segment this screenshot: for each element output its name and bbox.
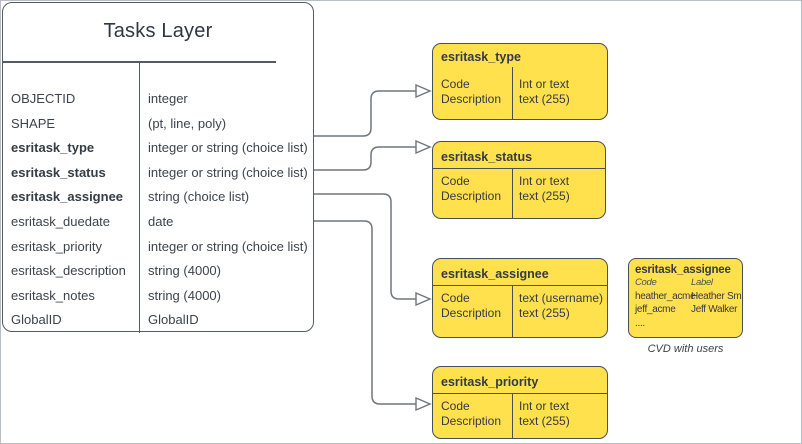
field-type: GlobalID bbox=[148, 312, 199, 328]
cvd-code-header: Code bbox=[635, 277, 657, 288]
field-type-column: integer (pt, line, poly) integer or stri… bbox=[139, 62, 313, 333]
field-name: SHAPE bbox=[11, 115, 56, 131]
description-type: text (255) bbox=[519, 91, 570, 106]
connector-esritask-priority bbox=[314, 220, 416, 405]
choice-table-body: Code Description Int or text text (255) bbox=[433, 67, 607, 119]
code-label: Code bbox=[441, 399, 470, 413]
cvd-table-title: esritask_assignee bbox=[635, 264, 731, 276]
description-label: Description bbox=[441, 188, 502, 203]
description-label: Description bbox=[441, 413, 502, 428]
cvd-label-value: Heather Smith bbox=[691, 290, 742, 302]
connector-esritask-type bbox=[314, 90, 416, 137]
field-type: date bbox=[148, 213, 174, 229]
field-name: esritask_type bbox=[11, 140, 95, 156]
field-type: string (choice list) bbox=[148, 189, 250, 205]
arrowhead-esritask-priority bbox=[415, 396, 432, 412]
cvd-code-value: heather_acme bbox=[635, 290, 696, 302]
code-type: text (username) bbox=[519, 291, 604, 305]
field-name: esritask_notes bbox=[11, 287, 95, 303]
description-label: Description bbox=[441, 91, 502, 106]
choice-table-esritask-priority: esritask_priority Code Description Int o… bbox=[432, 366, 608, 439]
code-type: Int or text bbox=[519, 399, 570, 413]
field-name: esritask_priority bbox=[11, 238, 103, 254]
cvd-caption: CVD with users bbox=[647, 343, 724, 355]
choice-table-esritask-status: esritask_status Code Description Int or … bbox=[432, 141, 606, 219]
code-type: Int or text bbox=[519, 77, 570, 91]
field-name-column: OBJECTID SHAPE esritask_type esritask_st… bbox=[3, 62, 139, 333]
code-label: Code bbox=[441, 174, 470, 188]
arrowhead-esritask-type bbox=[415, 83, 432, 99]
description-type: text (255) bbox=[519, 188, 570, 203]
description-type: text (255) bbox=[519, 413, 570, 428]
choice-table-left-cell: Code Description bbox=[433, 394, 512, 438]
field-name: OBJECTID bbox=[11, 91, 76, 106]
cvd-code-value: jeff_acme bbox=[635, 304, 676, 315]
cvd-table-grid: Code Label heather_acme Heather Smith je… bbox=[635, 276, 742, 330]
connector-esritask-status bbox=[314, 146, 416, 171]
field-type: string (4000) bbox=[148, 287, 221, 303]
cvd-users-table: esritask_assignee Code Label heather_acm… bbox=[628, 258, 743, 338]
cvd-label-value bbox=[691, 317, 742, 331]
choice-table-title: esritask_priority bbox=[433, 367, 607, 394]
choice-table-esritask-type: esritask_type Code Description Int or te… bbox=[432, 43, 608, 120]
choice-table-right-cell: Int or text text (255) bbox=[512, 67, 607, 119]
description-type: text (255) bbox=[519, 305, 570, 320]
field-name: esritask_description bbox=[11, 263, 126, 279]
choice-table-right-cell: Int or text text (255) bbox=[512, 394, 607, 438]
choice-table-body: Code Description Int or text text (255) bbox=[433, 394, 607, 438]
title-separator-line bbox=[3, 61, 276, 63]
field-name: esritask_assignee bbox=[11, 189, 124, 205]
choice-table-title: esritask_status bbox=[433, 142, 605, 169]
tasks-layer-table: Tasks Layer OBJECTID SHAPE esritask_type… bbox=[2, 2, 314, 333]
description-label: Description bbox=[441, 305, 502, 320]
choice-table-body: Code Description Int or text text (255) bbox=[433, 169, 605, 218]
field-type: integer or string (choice list) bbox=[148, 140, 308, 156]
field-name: esritask_duedate bbox=[11, 213, 111, 229]
choice-table-left-cell: Code Description bbox=[433, 169, 512, 218]
cvd-label-header: Label bbox=[691, 277, 713, 288]
code-type: Int or text bbox=[519, 174, 570, 188]
choice-table-esritask-assignee: esritask_assignee Code Description text … bbox=[432, 258, 608, 338]
choice-table-body: Code Description text (username) text (2… bbox=[433, 286, 607, 337]
choice-table-title: esritask_type bbox=[441, 50, 521, 64]
choice-table-left-cell: Code Description bbox=[433, 67, 512, 119]
choice-table-right-cell: Int or text text (255) bbox=[512, 169, 605, 218]
field-name: esritask_status bbox=[11, 164, 106, 180]
tasks-layer-fields: OBJECTID SHAPE esritask_type esritask_st… bbox=[3, 62, 313, 333]
choice-table-left-cell: Code Description bbox=[433, 286, 512, 337]
field-type: integer or string (choice list) bbox=[148, 164, 308, 180]
cvd-code-value: .... bbox=[635, 317, 645, 329]
tasks-layer-title: Tasks Layer bbox=[103, 19, 213, 42]
code-label: Code bbox=[441, 291, 470, 305]
code-label: Code bbox=[441, 77, 470, 91]
arrowhead-esritask-assignee bbox=[415, 291, 432, 307]
arrowhead-esritask-status bbox=[415, 139, 432, 155]
choice-table-right-cell: text (username) text (255) bbox=[512, 286, 607, 337]
cvd-label-value: Jeff Walker bbox=[691, 304, 738, 315]
field-name: GlobalID bbox=[11, 312, 62, 328]
choice-table-title: esritask_assignee bbox=[433, 259, 607, 286]
connector-esritask-assignee bbox=[314, 193, 416, 300]
field-type: (pt, line, poly) bbox=[148, 115, 227, 131]
field-type: integer bbox=[148, 91, 188, 106]
field-type: integer or string (choice list) bbox=[148, 238, 308, 254]
field-type: string (4000) bbox=[148, 263, 221, 279]
